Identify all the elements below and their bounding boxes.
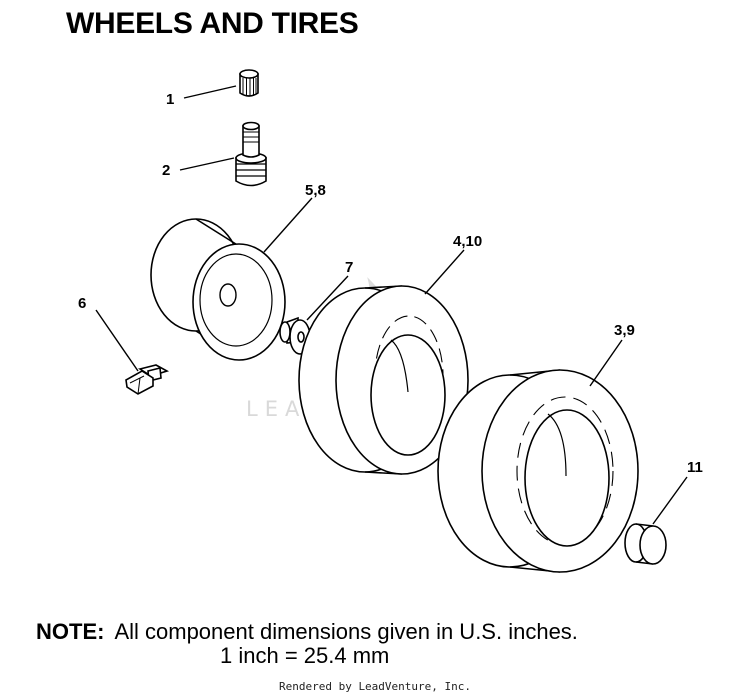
footer-credit: Rendered by LeadVenture, Inc. xyxy=(278,680,472,693)
valve-cap-part xyxy=(239,69,259,97)
lug-bolt-part xyxy=(125,364,170,395)
flanged-bushing-part xyxy=(279,316,311,355)
callout-7: 7 xyxy=(345,259,353,276)
note-row-1: NOTE: All component dimensions given in U… xyxy=(36,620,716,644)
front-tire-part xyxy=(298,285,469,475)
note-label: NOTE: xyxy=(36,619,105,644)
page-title: WHEELS AND TIRES xyxy=(66,7,359,40)
note-line-1: All component dimensions given in U.S. i… xyxy=(114,619,578,644)
rear-tire-part xyxy=(437,369,639,573)
dimensions-note: NOTE: All component dimensions given in U… xyxy=(36,620,716,668)
callout-1: 1 xyxy=(166,91,174,108)
valve-stem-part xyxy=(235,121,267,187)
callout-6: 6 xyxy=(78,295,86,312)
note-line-2: 1 inch = 25.4 mm xyxy=(220,643,390,668)
callout-3-9: 3,9 xyxy=(614,322,635,339)
callout-5-8: 5,8 xyxy=(305,182,326,199)
callout-4-10: 4,10 xyxy=(453,233,482,250)
callout-2: 2 xyxy=(162,162,170,179)
hub-cap-part xyxy=(624,523,667,565)
callout-11: 11 xyxy=(687,459,703,476)
leader-lines xyxy=(95,85,688,525)
wheel-rim-part xyxy=(150,218,286,361)
